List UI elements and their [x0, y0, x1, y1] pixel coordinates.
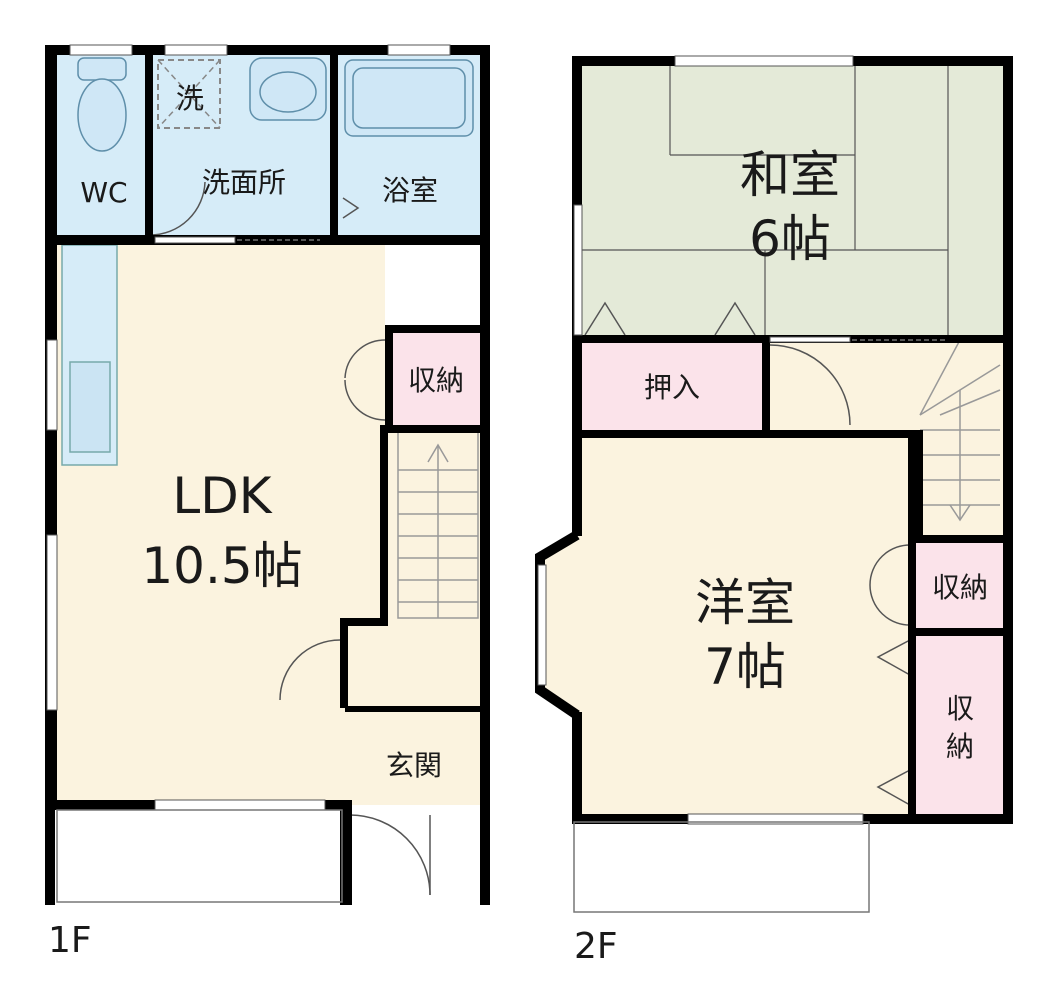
youshitsu-name-label: 洋室 — [695, 574, 795, 632]
floor-1: WC 洗 洗面所 浴室 収納 LDK 10.5帖 玄関 1F — [45, 44, 490, 961]
bath-label: 浴室 — [382, 174, 438, 207]
windows-1f — [46, 44, 451, 811]
balcony-2f — [573, 821, 870, 913]
youshitsu-size-label: 7帖 — [704, 638, 786, 696]
ldk-name-label: LDK — [172, 467, 272, 525]
storage-2f-b-fill — [915, 635, 1005, 815]
sink — [69, 361, 111, 453]
washroom-label: 洗面所 — [202, 166, 286, 199]
entrance-label: 玄関 — [386, 749, 442, 782]
ldk-size-label: 10.5帖 — [141, 537, 302, 595]
floor-2-label: 2F — [574, 926, 618, 967]
storage-2f-b-label-top: 収 — [946, 692, 974, 725]
washbasin-icon — [249, 57, 327, 121]
storage-1f-label: 収納 — [408, 364, 464, 397]
tatami-lines — [580, 62, 949, 340]
door-swings-2f — [769, 344, 913, 806]
toilet-icon — [77, 57, 127, 152]
floor-1-label: 1F — [48, 920, 92, 961]
washitsu-size-label: 6帖 — [749, 210, 831, 268]
veranda-1f — [56, 809, 343, 903]
windows-2f — [537, 55, 864, 825]
youshitsu-fill — [540, 435, 915, 815]
floor-2: 和室 6帖 押入 洋室 7帖 収納 収 納 2F — [535, 55, 1013, 967]
stairs-1f — [397, 431, 479, 619]
bathtub-icon — [344, 59, 474, 137]
oshiire-label: 押入 — [644, 371, 700, 404]
wc-label: WC — [80, 176, 127, 209]
closet-door-marks-2f — [584, 301, 756, 336]
washer-icon — [157, 59, 221, 129]
stairs-2f — [919, 339, 1001, 522]
entrance-fill — [345, 710, 480, 805]
washitsu-fill — [580, 62, 1005, 340]
oshiire-fill — [580, 340, 765, 435]
walls-1f — [45, 45, 490, 905]
storage-2f-a-fill — [915, 540, 1005, 632]
storage-2f-b-label-bottom: 納 — [946, 730, 974, 763]
door-swings-1f — [149, 181, 431, 896]
storage-2f-a-label: 収納 — [932, 571, 988, 604]
washitsu-name-label: 和室 — [740, 146, 840, 204]
washer-label: 洗 — [176, 82, 204, 115]
storage-1f-fill — [388, 330, 480, 425]
